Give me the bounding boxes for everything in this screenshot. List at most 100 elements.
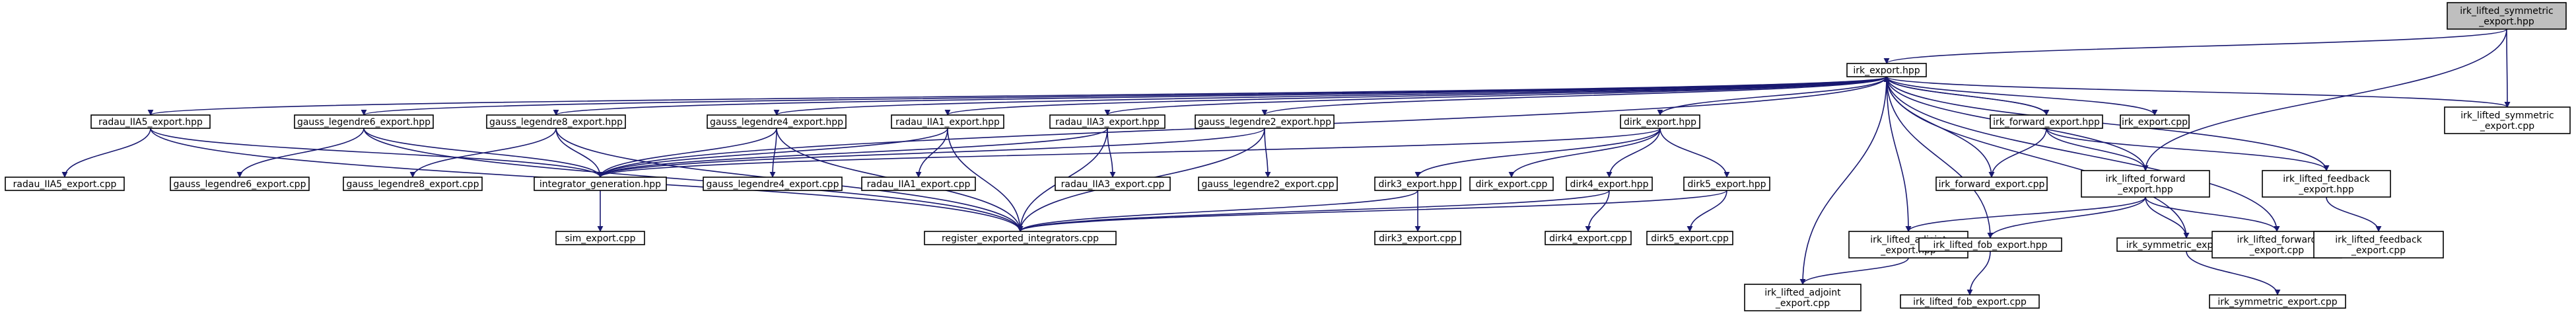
- edge-radau-iia1-export-hpp-to-integrator-generation-hpp: [597, 128, 948, 178]
- node-label: dirk4_export.cpp: [1549, 233, 1627, 244]
- node-label: _export.cpp: [2249, 245, 2304, 256]
- edge-irk-export-hpp-to-gauss-legendre2-export-hpp: [1261, 76, 1887, 116]
- node-box: [1683, 177, 1770, 191]
- node-gauss-legendre4-export-hpp[interactable]: gauss_legendre4_export.hpp: [707, 114, 847, 129]
- edge-radau-iia5-export-hpp-to-integrator-generation-hpp: [150, 128, 604, 178]
- node-irk-export-cpp[interactable]: irk_export.cpp: [2120, 114, 2190, 129]
- node-box: [2081, 170, 2210, 198]
- edge-dirk-export-hpp-to-dirk5-export-hpp: [1659, 128, 1730, 178]
- edge-dirk-export-hpp-to-dirk4-export-hpp: [1606, 128, 1661, 178]
- node-gauss-legendre2-export-hpp[interactable]: gauss_legendre2_export.hpp: [1195, 114, 1335, 129]
- edge-irk-export-hpp-to-irk-export-cpp: [1886, 76, 2158, 116]
- node-integrator-generation-hpp[interactable]: integrator_generation.hpp: [534, 177, 667, 191]
- node-register-exported-integrators-cpp[interactable]: register_exported_integrators.cpp: [924, 231, 1117, 245]
- node-gauss-legendre2-export-cpp[interactable]: gauss_legendre2_export.cpp: [1198, 177, 1338, 191]
- node-irk-lifted-adjoint-export-cpp[interactable]: irk_lifted_adjoint_export.cpp: [1744, 284, 1862, 311]
- node-box: [1646, 231, 1733, 245]
- node-irk-forward-export-hpp[interactable]: irk_forward_export.hpp: [1990, 114, 2103, 129]
- node-dirk5-export-cpp[interactable]: dirk5_export.cpp: [1646, 231, 1733, 245]
- edge-irk-export-hpp-to-irk-lifted-forward-export-cpp: [1886, 76, 2280, 232]
- edge-irk-lifted-forward-export-hpp-to-irk-symmetric-export-hpp: [2145, 196, 2190, 239]
- edge-irk-forward-export-hpp-to-irk-export-hpp: [1883, 76, 2047, 116]
- node-dirk-export-hpp[interactable]: dirk_export.hpp: [1620, 114, 1700, 129]
- edge-irk-lifted-adjoint-export-hpp-to-irk-lifted-adjoint-export-cpp: [1799, 257, 1909, 285]
- node-irk-lifted-symmetric-export-cpp[interactable]: irk_lifted_symmetric_export.cpp: [2444, 106, 2571, 134]
- edge-irk-lifted-forward-export-hpp-to-irk-lifted-fob-export-hpp: [1987, 196, 2146, 239]
- node-label: radau_IIA5_export.hpp: [98, 117, 203, 128]
- edge-irk-export-hpp-to-dirk-export-hpp: [1657, 76, 1887, 116]
- node-label: dirk_export.cpp: [1476, 179, 1548, 190]
- node-radau-iia3-export-hpp[interactable]: radau_IIA3_export.hpp: [1049, 114, 1166, 129]
- node-dirk-export-cpp[interactable]: dirk_export.cpp: [1469, 177, 1554, 191]
- node-label: radau_IIA5_export.cpp: [13, 179, 117, 190]
- edge-gauss-legendre4-export-hpp-to-integrator-generation-hpp: [597, 128, 777, 178]
- edge-irk-forward-export-hpp-to-irk-lifted-feedback-export-hpp: [2046, 128, 2330, 171]
- edge-dirk-export-hpp-to-dirk3-export-hpp: [1414, 128, 1661, 178]
- node-box: [555, 231, 645, 245]
- edge-root-to-irk-lifted-forward-export-hpp: [2142, 28, 2507, 171]
- node-gauss-legendre8-export-cpp[interactable]: gauss_legendre8_export.cpp: [343, 177, 483, 191]
- node-irk-lifted-fob-export-cpp[interactable]: irk_lifted_fob_export.cpp: [1900, 294, 2040, 309]
- node-label: radau_IIA1_export.hpp: [895, 117, 1000, 128]
- node-gauss-legendre6-export-cpp[interactable]: gauss_legendre6_export.cpp: [170, 177, 310, 191]
- node-dirk3-export-hpp[interactable]: dirk3_export.hpp: [1374, 177, 1461, 191]
- node-label: gauss_legendre6_export.cpp: [174, 179, 306, 190]
- edge-irk-export-hpp-to-gauss-legendre6-export-hpp: [361, 76, 1887, 116]
- node-gauss-legendre4-export-cpp[interactable]: gauss_legendre4_export.cpp: [703, 177, 843, 191]
- edge-dirk-export-hpp-to-dirk-export-cpp: [1508, 128, 1661, 178]
- node-label: _export.cpp: [1775, 298, 1830, 309]
- node-box: [1744, 284, 1862, 311]
- edge-gauss-legendre2-export-hpp-to-gauss-legendre2-export-cpp: [1264, 128, 1271, 178]
- node-label: irk_lifted_forward: [2106, 174, 2186, 184]
- node-box: [1620, 114, 1700, 129]
- node-radau-iia1-export-cpp[interactable]: radau_IIA1_export.cpp: [861, 177, 976, 191]
- node-box: [534, 177, 667, 191]
- node-irk-symmetric-export-cpp[interactable]: irk_symmetric_export.cpp: [2209, 294, 2346, 309]
- node-box: [1545, 231, 1632, 245]
- graph-nodes: irk_lifted_symmetric_export.hpp irk_expor…: [5, 2, 2571, 311]
- node-dirk4-export-cpp[interactable]: dirk4_export.cpp: [1545, 231, 1632, 245]
- node-box: [2262, 170, 2391, 198]
- node-irk-lifted-forward-export-hpp[interactable]: irk_lifted_forward_export.hpp: [2081, 170, 2210, 198]
- node-dirk5-export-hpp[interactable]: dirk5_export.hpp: [1683, 177, 1770, 191]
- node-gauss-legendre8-export-hpp[interactable]: gauss_legendre8_export.hpp: [486, 114, 626, 129]
- node-dirk3-export-cpp[interactable]: dirk3_export.cpp: [1374, 231, 1461, 245]
- node-irk-lifted-feedback-export-hpp[interactable]: irk_lifted_feedback_export.hpp: [2262, 170, 2391, 198]
- edge-irk-export-hpp-to-irk-lifted-adjoint-export-cpp: [1799, 76, 1887, 285]
- node-irk-export-hpp[interactable]: irk_export.hpp: [1846, 63, 1927, 77]
- edge-irk-forward-export-hpp-to-irk-lifted-forward-export-hpp: [2046, 128, 2149, 171]
- node-label: irk_lifted_feedback: [2335, 235, 2422, 245]
- node-label: _export.hpp: [2298, 184, 2354, 195]
- node-label: _export.hpp: [2478, 17, 2534, 27]
- node-box: [703, 177, 843, 191]
- node-irk-forward-export-cpp[interactable]: irk_forward_export.cpp: [1935, 177, 2048, 191]
- node-label: gauss_legendre6_export.hpp: [297, 117, 431, 128]
- node-label: dirk3_export.cpp: [1379, 233, 1457, 244]
- node-label: irk_lifted_feedback: [2283, 174, 2370, 184]
- edge-gauss-legendre6-export-hpp-to-gauss-legendre6-export-cpp: [236, 128, 365, 178]
- node-irk-lifted-fob-export-hpp[interactable]: irk_lifted_fob_export.hpp: [1918, 237, 2062, 252]
- node-gauss-legendre6-export-hpp[interactable]: gauss_legendre6_export.hpp: [294, 114, 434, 129]
- node-box: [486, 114, 626, 129]
- node-sim-export-cpp[interactable]: sim_export.cpp: [555, 231, 645, 245]
- node-box: [707, 114, 847, 129]
- node-label: register_exported_integrators.cpp: [942, 233, 1099, 244]
- node-label: irk_lifted_adjoint: [1764, 288, 1841, 298]
- node-label: integrator_generation.hpp: [540, 179, 661, 190]
- node-root: irk_lifted_symmetric_export.hpp: [2447, 2, 2567, 30]
- node-box: [861, 177, 976, 191]
- node-label: irk_forward_export.hpp: [1993, 117, 2100, 128]
- node-radau-iia5-export-hpp[interactable]: radau_IIA5_export.hpp: [90, 114, 211, 129]
- edge-irk-export-hpp-to-radau-iia3-export-hpp: [1104, 76, 1887, 116]
- node-box: [1198, 177, 1338, 191]
- edge-irk-lifted-feedback-export-hpp-to-irk-lifted-feedback-export-cpp: [2326, 196, 2382, 232]
- node-radau-iia3-export-cpp[interactable]: radau_IIA3_export.cpp: [1055, 177, 1171, 191]
- edge-gauss-legendre8-export-hpp-to-gauss-legendre8-export-cpp: [409, 128, 557, 178]
- node-radau-iia5-export-cpp[interactable]: radau_IIA5_export.cpp: [5, 177, 125, 191]
- edge-radau-iia5-export-hpp-to-radau-iia5-export-cpp: [61, 128, 151, 178]
- node-dirk4-export-hpp[interactable]: dirk4_export.hpp: [1566, 177, 1653, 191]
- node-irk-lifted-feedback-export-cpp[interactable]: irk_lifted_feedback_export.cpp: [2313, 231, 2444, 259]
- edge-irk-symmetric-export-hpp-to-irk-symmetric-export-cpp: [2186, 251, 2281, 296]
- node-radau-iia1-export-hpp[interactable]: radau_IIA1_export.hpp: [891, 114, 1004, 129]
